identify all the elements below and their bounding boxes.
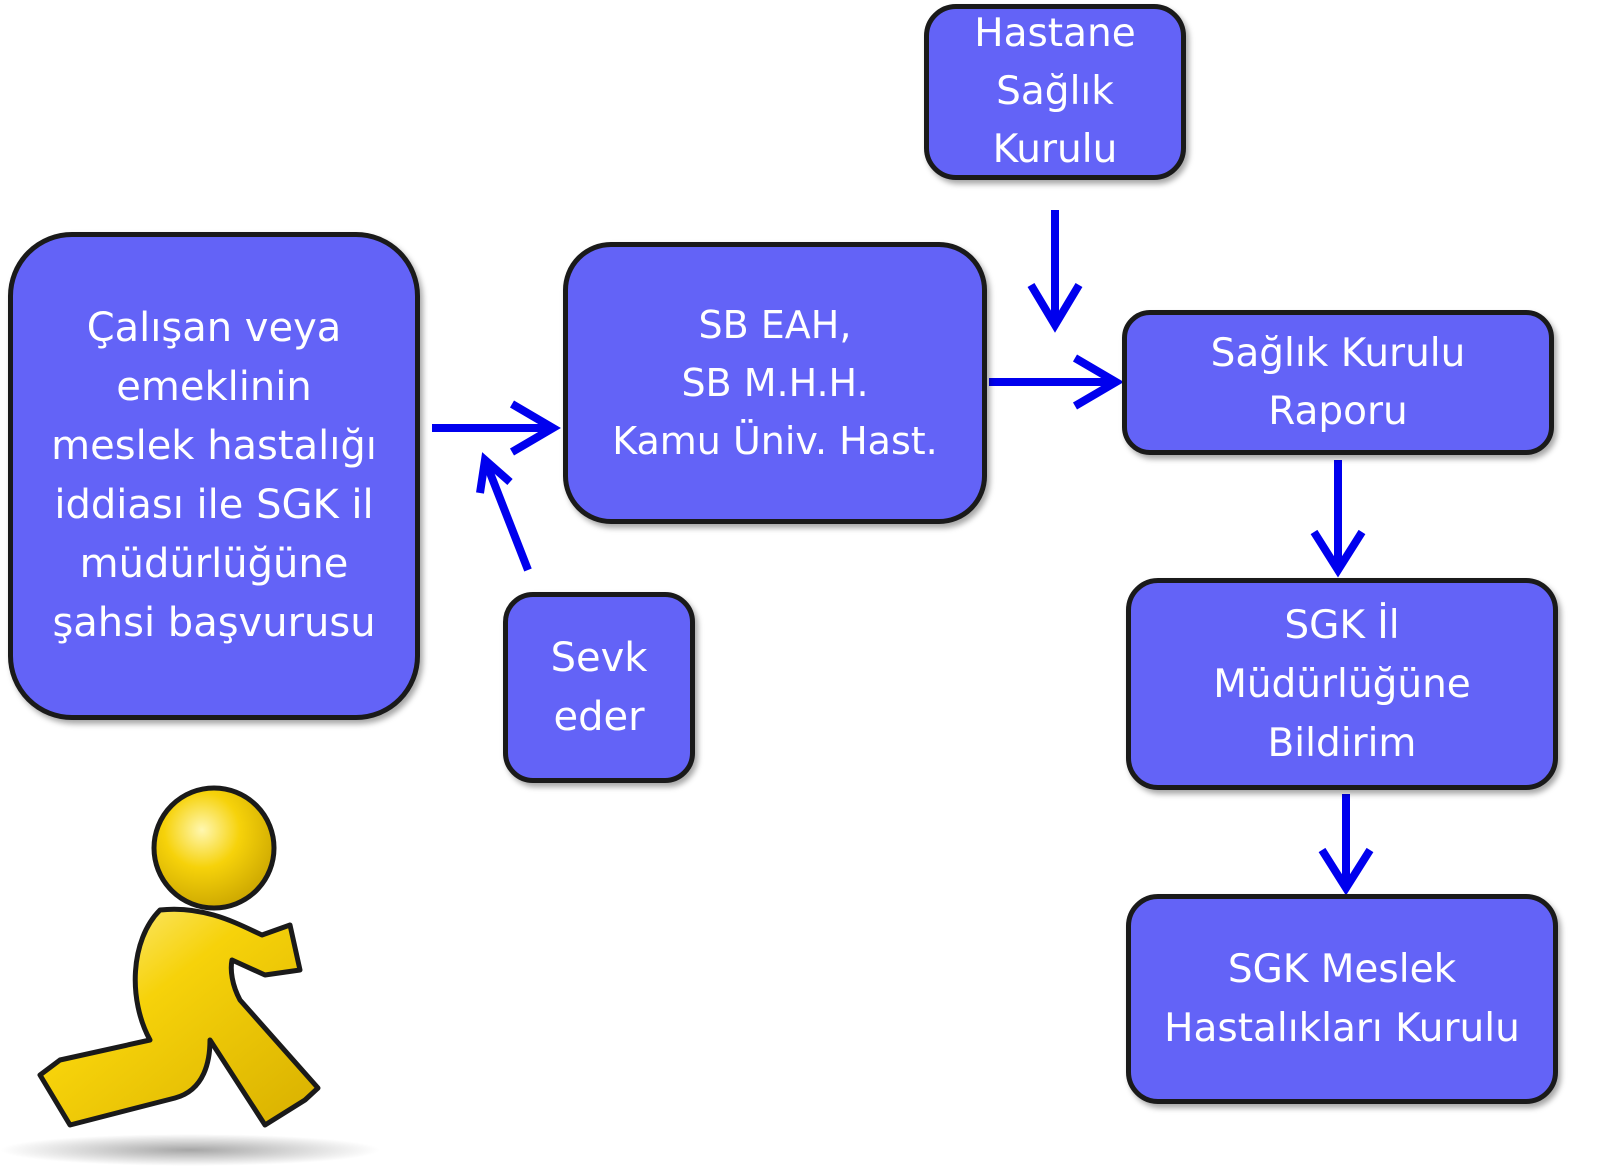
applicant-application-box: Çalışan veya emeklinin meslek hastalığı … [8,232,420,720]
arrow-bildirim-to-kurul [1318,794,1374,896]
sgk-occupational-disease-board-box: SGK Meslek Hastalıkları Kurulu [1126,894,1558,1104]
health-board-report-label: Sağlık Kurulu Raporu [1210,330,1466,434]
sgk-notification-box: SGK İl Müdürlüğüne Bildirim [1126,578,1558,790]
arrow-rapor-to-bildirim [1310,460,1366,578]
hospital-health-board-label: Hastane Sağlık Kurulu [974,11,1136,172]
arrow-basvuru-to-sb [432,400,561,456]
hospital-health-board-box: Hastane Sağlık Kurulu [924,4,1186,180]
sgk-notification-label: SGK İl Müdürlüğüne Bildirim [1213,602,1471,766]
hospitals-label: SB EAH, SB M.H.H. Kamu Üniv. Hast. [612,303,938,463]
hospitals-box: SB EAH, SB M.H.H. Kamu Üniv. Hast. [563,242,987,524]
applicant-application-label: Çalışan veya emeklinin meslek hastalığı … [51,305,377,646]
referral-label: Sevk eder [550,634,648,740]
arrow-sevk-to-basvuru-flow [476,452,532,572]
health-board-report-box: Sağlık Kurulu Raporu [1122,310,1554,455]
arrow-sb-to-rapor [989,354,1124,410]
sgk-occupational-disease-board-label: SGK Meslek Hastalıkları Kurulu [1164,947,1520,1051]
arrow-hastane-down [1027,210,1083,333]
referral-box: Sevk eder [503,592,695,783]
